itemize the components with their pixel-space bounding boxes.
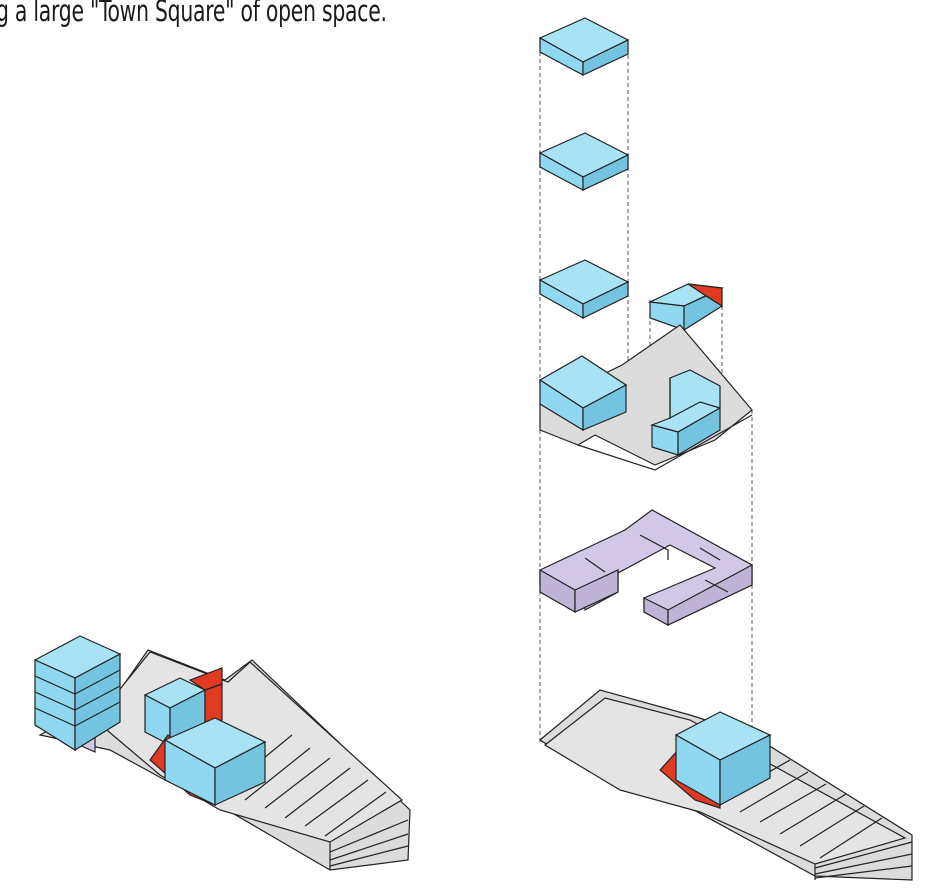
residential-tower	[33, 635, 122, 752]
upper-floor-block-1	[538, 17, 630, 77]
plaza-level	[538, 324, 753, 471]
anchor-block	[149, 717, 267, 806]
mid-block	[143, 667, 223, 746]
podium-level	[539, 509, 753, 627]
caption-text: g a large "Town Square" of open space.	[0, 0, 387, 28]
ground-level	[538, 689, 913, 881]
upper-floor-block-3	[538, 259, 630, 320]
assembled-massing-model	[33, 635, 411, 871]
terrace-steps	[224, 734, 409, 870]
upper-floor-block-2	[538, 132, 630, 192]
exploded-massing-stack	[538, 17, 913, 881]
small-floating-block	[647, 283, 725, 332]
